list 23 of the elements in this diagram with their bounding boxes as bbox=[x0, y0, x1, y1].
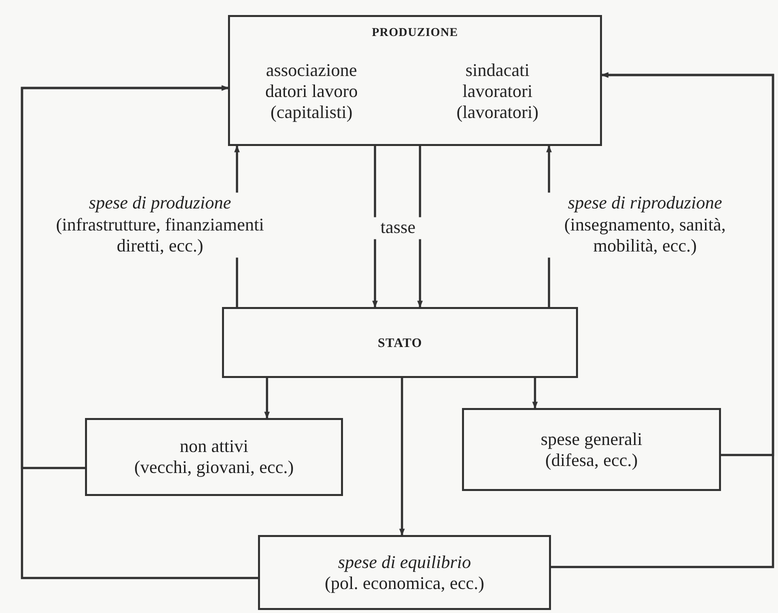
box-title: PRODUZIONE bbox=[372, 25, 458, 40]
box-text: non attivi bbox=[180, 436, 248, 457]
arrow bbox=[417, 146, 423, 308]
arrow bbox=[551, 72, 774, 568]
arrow bbox=[399, 378, 405, 536]
process-box bbox=[228, 15, 602, 146]
box-text: (pol. economica, ecc.) bbox=[324, 572, 484, 594]
arrow bbox=[20, 85, 258, 580]
box-text: spese di equilibrio bbox=[338, 552, 471, 572]
box-text: spese generali bbox=[540, 428, 642, 450]
arrow bbox=[532, 378, 538, 409]
process-box bbox=[462, 408, 721, 491]
box-title: STATO bbox=[378, 334, 422, 350]
box-text: associazione datori lavoro (capitalisti) bbox=[264, 60, 359, 123]
process-box bbox=[222, 307, 578, 378]
process-box bbox=[85, 418, 343, 496]
edge-label: tasse bbox=[373, 217, 423, 239]
process-box bbox=[258, 535, 551, 610]
box-text: (difesa, ecc.) bbox=[545, 450, 638, 470]
arrow bbox=[372, 146, 378, 308]
arrow bbox=[264, 378, 270, 419]
box-text: sindacati lavoratori (lavoratori) bbox=[456, 60, 540, 123]
box-text: (vecchi, giovani, ecc.) bbox=[134, 457, 294, 478]
